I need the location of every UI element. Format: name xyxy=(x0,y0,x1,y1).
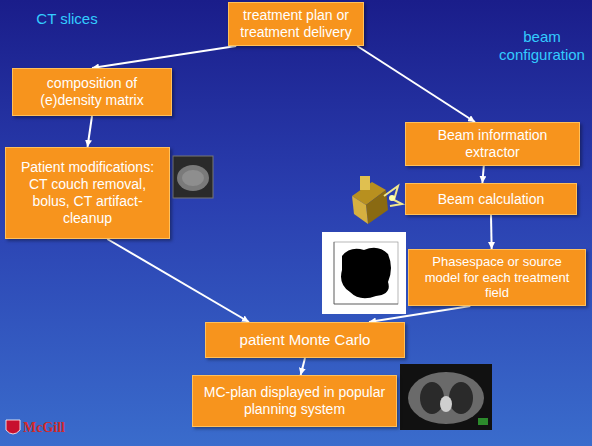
box-text: composition of (e)density matrix xyxy=(19,75,165,109)
process-box: Beam calculation xyxy=(405,183,577,215)
process-box: treatment plan or treatment delivery xyxy=(228,2,364,46)
process-box: composition of (e)density matrix xyxy=(12,68,172,116)
linac-icon xyxy=(352,176,402,224)
box-text: Beam calculation xyxy=(412,191,570,208)
process-box: patient Monte Carlo xyxy=(205,322,405,358)
mcgill-shield xyxy=(6,420,20,434)
logo-text: McGill xyxy=(23,420,65,436)
box-text: Beam information extractor xyxy=(412,127,573,161)
flow-arrow xyxy=(369,306,470,322)
ct-slice-image xyxy=(173,156,213,198)
flow-arrow xyxy=(490,215,493,249)
box-text: patient Monte Carlo xyxy=(212,331,398,349)
box-text: MC-plan displayed in popular planning sy… xyxy=(199,384,390,418)
box-text: Phasespace or source model for each trea… xyxy=(415,254,579,301)
flow-arrow xyxy=(107,239,249,322)
process-box: Phasespace or source model for each trea… xyxy=(408,249,586,306)
box-text: treatment plan or treatment delivery xyxy=(235,7,357,41)
edge-label: CT slices xyxy=(22,10,112,28)
edge-label: beam configuration xyxy=(494,28,590,64)
flow-arrow xyxy=(301,358,305,375)
flow-arrow xyxy=(92,46,236,68)
phasespace-plot xyxy=(322,232,406,314)
ct-display-image xyxy=(400,364,492,430)
process-box: Beam information extractor xyxy=(405,122,580,166)
flow-arrow xyxy=(482,166,483,183)
process-box: MC-plan displayed in popular planning sy… xyxy=(192,375,397,427)
box-text: Patient modifications: CT couch removal,… xyxy=(12,159,163,226)
process-box: Patient modifications: CT couch removal,… xyxy=(5,147,170,239)
flow-arrow xyxy=(357,46,475,122)
flow-arrow xyxy=(88,116,93,147)
